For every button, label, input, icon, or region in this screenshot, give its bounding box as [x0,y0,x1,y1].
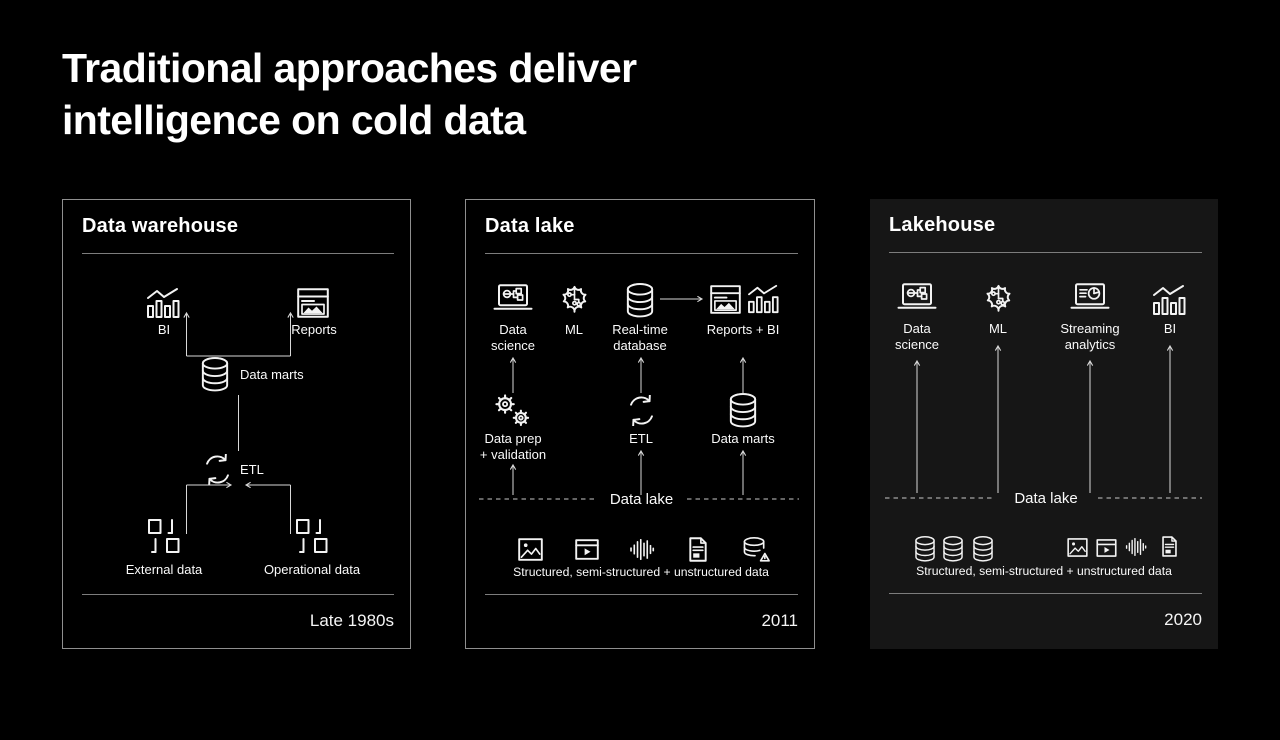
panel-top-divider [889,252,1202,253]
panel-title: Data lake [485,215,575,237]
reports-bi-label: Reports + BI [707,322,780,337]
ml-brain-icon [986,284,1011,312]
data-lake-layer-label: Data lake [1014,490,1077,507]
data-prep-label-1: Data prep [484,431,541,446]
panel-bottom-divider [82,594,394,595]
panel-title: Lakehouse [889,214,996,236]
image-icon [518,538,543,561]
realtime-label-2: database [613,338,667,353]
data-science-label-1: Data [903,321,931,336]
panel-top-divider [485,253,798,254]
era-label: 2011 [761,611,798,630]
panel-top-divider [82,253,394,254]
data-science-label-2: science [895,337,939,352]
audio-waveform-icon [1125,538,1147,556]
era-label: 2020 [1164,610,1202,629]
storage-label: Structured, semi-structured + unstructur… [916,564,1172,578]
ml-brain-icon [562,285,587,313]
database-icon [915,536,935,562]
video-icon [1096,539,1117,557]
etl-label: ETL [240,462,264,477]
etl-icon [630,395,653,426]
etl-icon [206,454,229,485]
document-icon [689,537,707,562]
data-science-icon [493,284,533,310]
panel-title: Data warehouse [82,215,239,237]
warehouse-diagram: BI Reports Data marts ETL External data … [126,288,361,577]
data-science-icon [897,283,937,309]
slide-title: Traditional approaches deliver intellige… [62,42,637,146]
database-icon [729,393,757,428]
data-marts-label: Data marts [240,367,304,382]
panel-data-lake: Data lake Data science ML Real-time data… [465,199,815,649]
panel-data-warehouse: Data warehouse BI Reports Data marts ETL… [62,199,411,649]
binary-data-icon [296,519,328,553]
data-lake-layer-label: Data lake [610,491,673,508]
external-data-label: External data [126,562,203,577]
panel-lakehouse: Lakehouse Data science ML Streaming anal… [870,199,1218,649]
ml-label: ML [565,322,583,337]
database-icon [201,357,229,392]
bi-icon [748,284,779,314]
audio-waveform-icon [630,539,655,560]
slide-title-line2: intelligence on cold data [62,97,526,143]
panel-bottom-divider [485,594,798,595]
data-prep-label-2: + validation [480,447,546,462]
document-icon [1162,536,1177,557]
database-icon [943,536,963,562]
database-warning-icon [743,537,770,562]
storage-label: Structured, semi-structured + unstructur… [513,565,769,579]
realtime-database-icon [626,283,654,318]
database-icon [973,536,993,562]
ml-label: ML [989,321,1007,336]
streaming-label-1: Streaming [1060,321,1119,336]
reports-icon [297,288,329,318]
slide-title-line1: Traditional approaches deliver [62,45,637,91]
binary-data-icon [148,519,180,553]
reports-label: Reports [291,322,337,337]
bi-icon [1153,285,1186,315]
video-icon [575,539,599,560]
operational-data-label: Operational data [264,562,361,577]
etl-label: ETL [629,431,653,446]
lakehouse-diagram: Data science ML Streaming analytics BI D… [885,283,1202,578]
bi-label: BI [1164,321,1176,336]
reports-icon [710,285,741,314]
data-marts-label: Data marts [711,431,775,446]
image-icon [1067,538,1088,557]
streaming-analytics-icon [1070,283,1110,309]
data-science-label-1: Data [499,322,527,337]
bi-label: BI [158,322,170,337]
data-lake-diagram: Data science ML Real-time database Repor… [479,283,799,579]
realtime-label-1: Real-time [612,322,668,337]
panel-bottom-divider [889,593,1202,594]
bi-icon [147,288,180,318]
gears-icon [495,394,530,427]
streaming-label-2: analytics [1065,337,1116,352]
data-science-label-2: science [491,338,535,353]
era-label: Late 1980s [309,611,394,630]
